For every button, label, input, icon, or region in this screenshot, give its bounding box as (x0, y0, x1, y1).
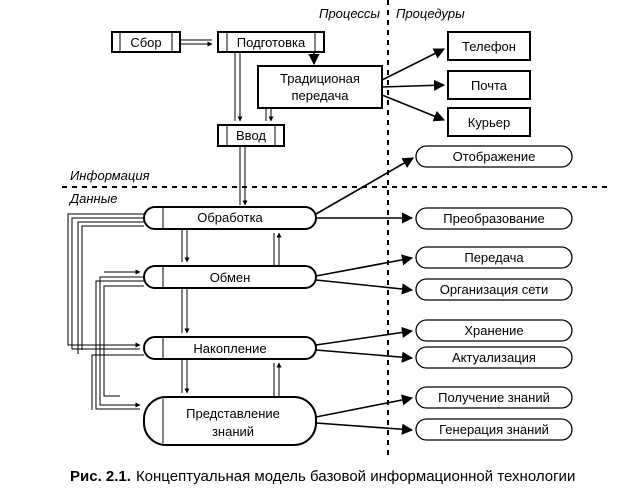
get-knowledge-label: Получение знаний (438, 390, 550, 405)
traditional-label-2: передача (292, 88, 350, 103)
knowledge-label-2: знаний (212, 424, 254, 439)
network-label: Организация сети (440, 282, 549, 297)
prepare-box: Подготовка (217, 31, 325, 53)
traditional-box: Традиционая передача (257, 65, 383, 109)
display-label: Отображение (453, 149, 536, 164)
exchange-label: Обмен (210, 270, 251, 285)
procedure-transform: Преобразование (415, 207, 573, 230)
procedure-transfer: Передача (415, 246, 573, 269)
input-label: Ввод (236, 128, 266, 143)
traditional-label-1: Традиционая (280, 71, 360, 86)
courier-label: Курьер (468, 115, 510, 130)
top-connectors (180, 39, 446, 206)
mail-label: Почта (471, 78, 508, 93)
gen-knowledge-label: Генерация знаний (439, 422, 549, 437)
processing-label: Обработка (197, 210, 263, 225)
procedure-update: Актуализация (415, 346, 573, 369)
transfer-label: Передача (464, 250, 524, 265)
update-label: Актуализация (452, 350, 536, 365)
knowledge-label-1: Представление (186, 406, 280, 421)
courier-box: Курьер (447, 107, 531, 137)
header-processes: Процессы (319, 6, 380, 21)
header-information: Информация (70, 168, 150, 183)
procedure-storage: Хранение (415, 319, 573, 342)
procedure-get-knowledge: Получение знаний (415, 386, 573, 409)
process-exchange: Обмен (143, 265, 317, 289)
collect-box: Сбор (111, 31, 181, 53)
procedure-network: Организация сети (415, 278, 573, 301)
header-procedures: Процедуры (396, 6, 465, 21)
phone-box: Телефон (447, 31, 531, 61)
figure-caption: Рис. 2.1.Концептуальная модель базовой и… (70, 468, 575, 485)
phone-label: Телефон (462, 39, 516, 54)
collect-label: Сбор (130, 35, 161, 50)
left-feedback-loops (67, 213, 144, 410)
mail-box: Почта (447, 70, 531, 100)
process-processing: Обработка (143, 206, 317, 230)
procedure-arrows (315, 157, 414, 435)
header-data: Данные (68, 191, 118, 206)
prepare-label: Подготовка (237, 35, 306, 50)
process-knowledge: Представление знаний (143, 396, 317, 446)
transform-label: Преобразование (443, 211, 545, 226)
procedure-display: Отображение (415, 145, 573, 168)
input-box: Ввод (217, 124, 285, 147)
storage-label: Хранение (464, 323, 523, 338)
accumulation-label: Накопление (193, 341, 266, 356)
procedure-gen-knowledge: Генерация знаний (415, 418, 573, 441)
process-connectors (181, 229, 282, 397)
process-accumulation: Накопление (143, 336, 317, 360)
